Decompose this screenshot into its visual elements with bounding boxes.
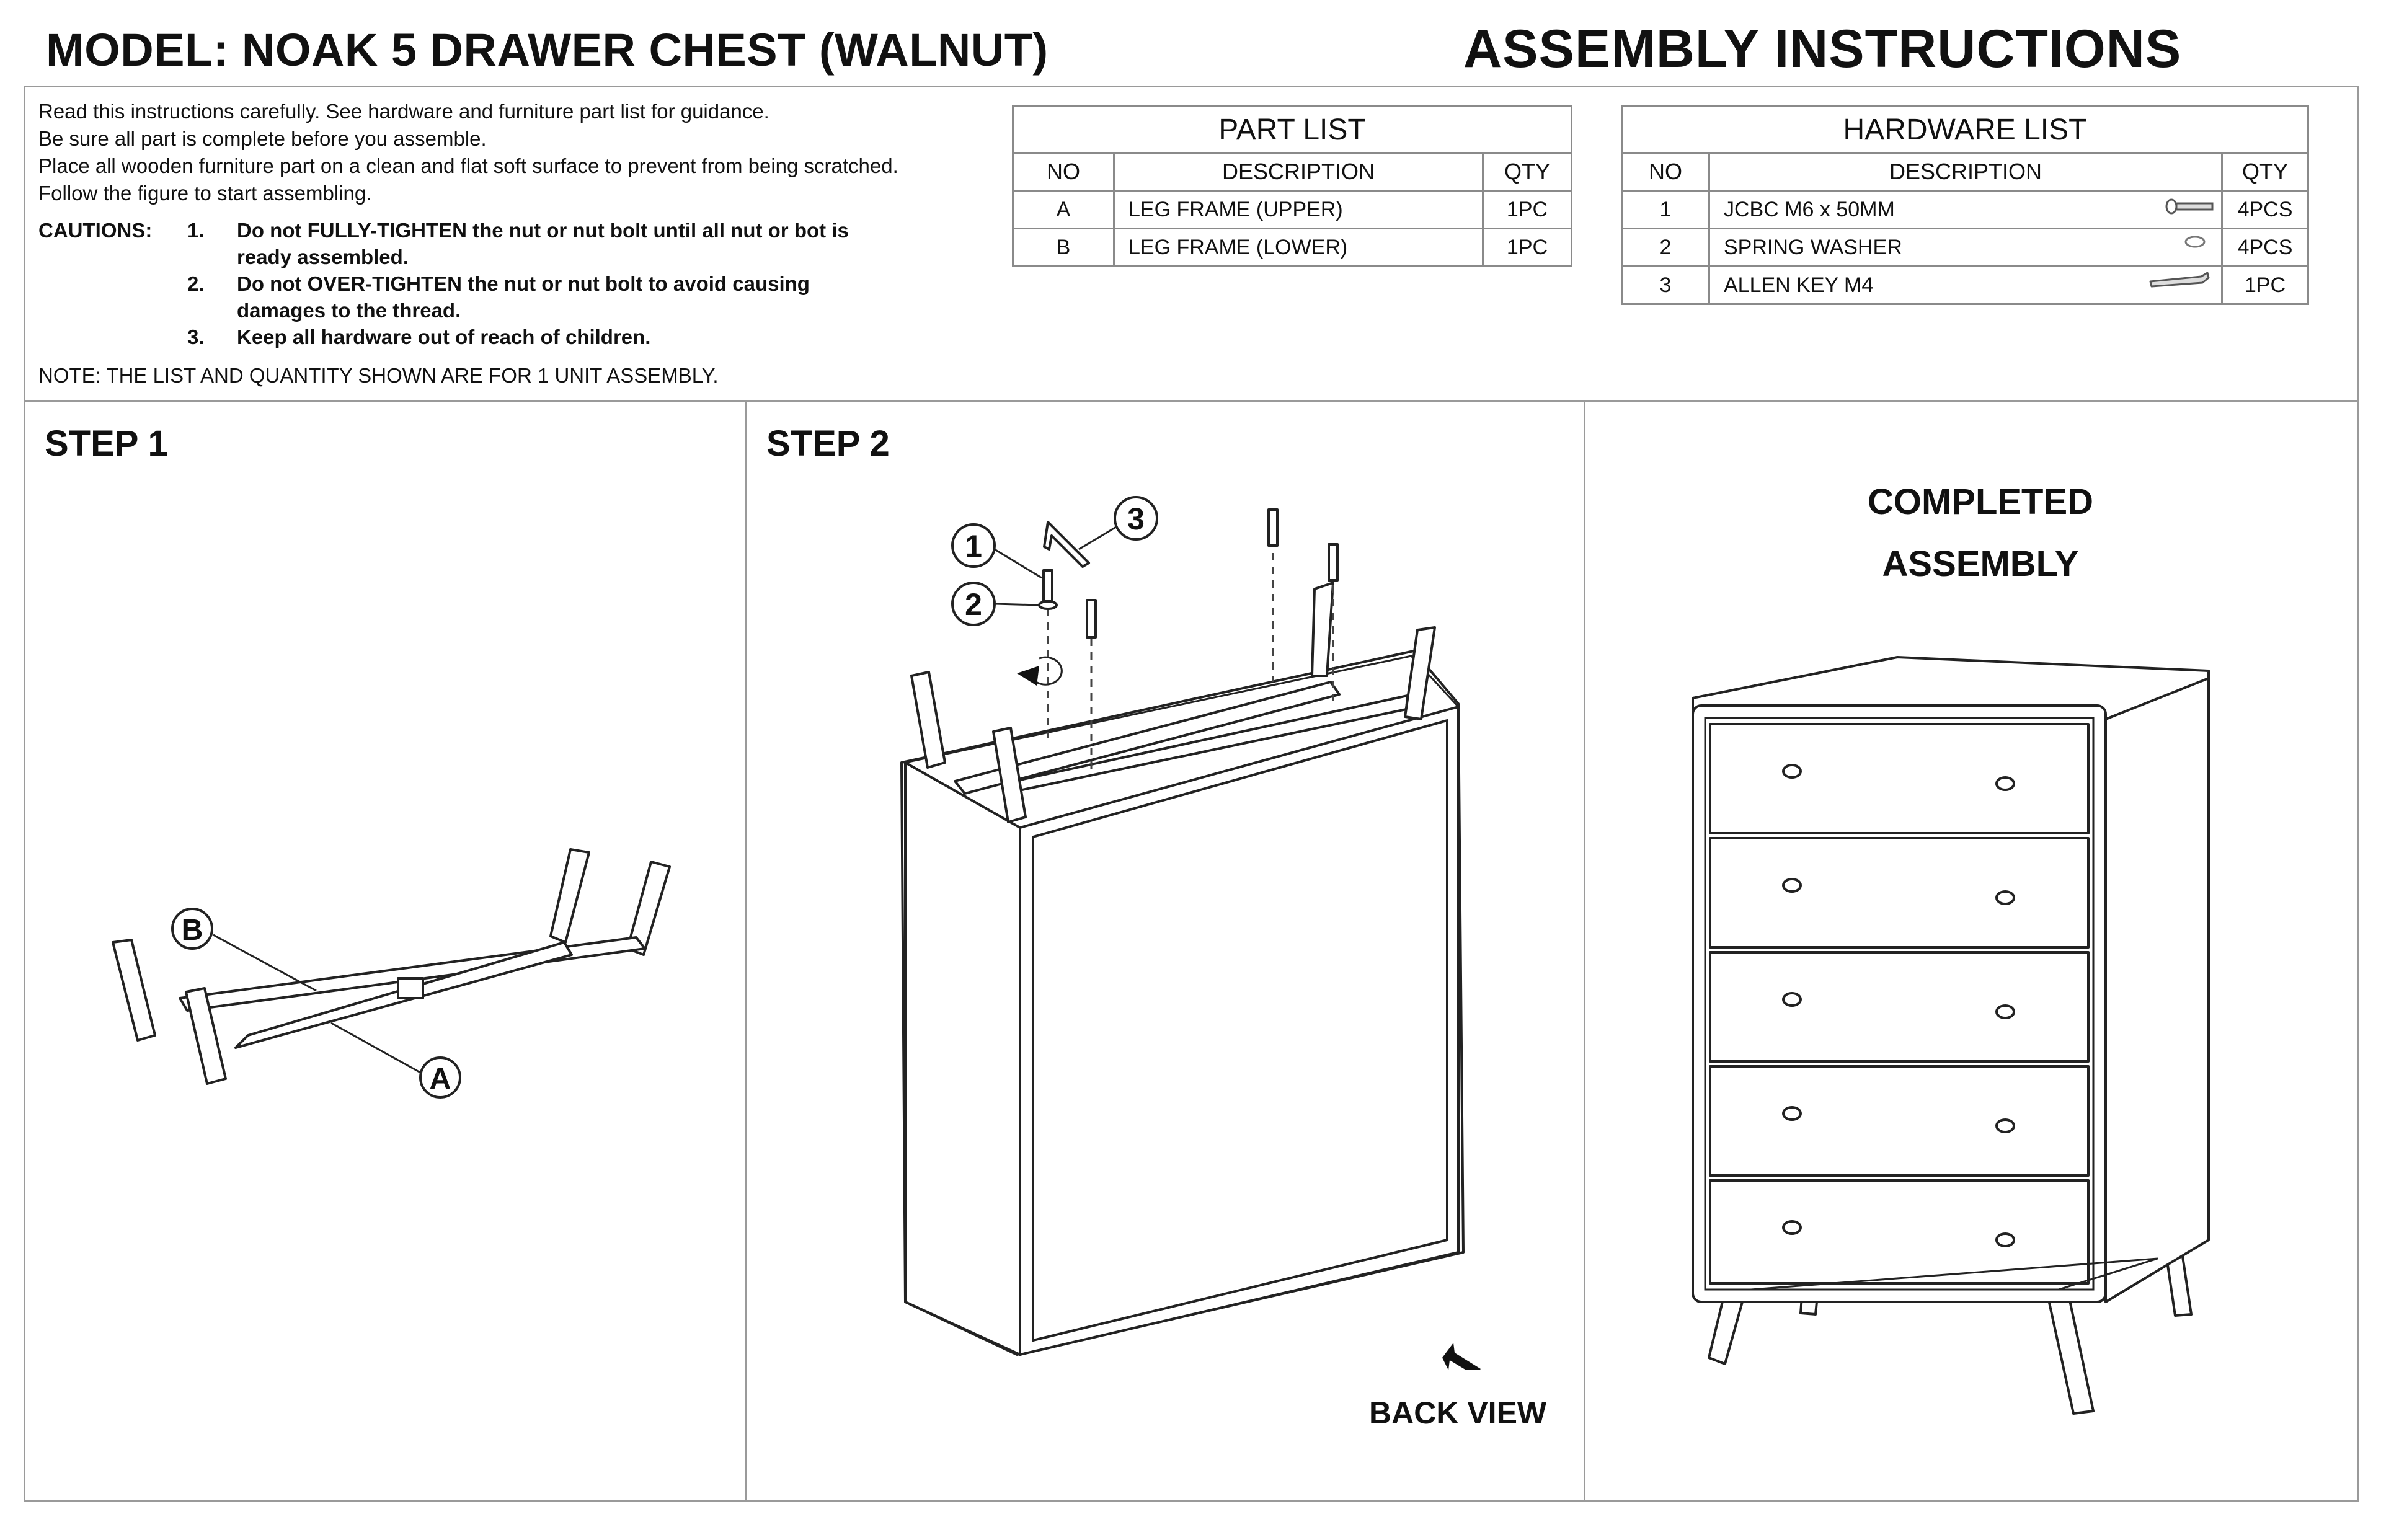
- callout-2: 2: [965, 587, 982, 622]
- part-no: A: [1012, 190, 1115, 229]
- part-qty: 1PC: [1482, 228, 1572, 267]
- part-no: B: [1012, 228, 1115, 267]
- hardware-no: 2: [1621, 228, 1710, 267]
- callout-3: 3: [1127, 502, 1145, 536]
- part-description: LEG FRAME (UPPER): [1113, 190, 1484, 229]
- bolt-icon: [2165, 198, 2214, 215]
- table-row: 1 JCBC M6 x 50MM 4PCS: [1621, 190, 2309, 229]
- allen-key-icon: [2149, 272, 2210, 288]
- hardware-no: 1: [1621, 190, 1710, 229]
- assembly-note: NOTE: THE LIST AND QUANTITY SHOWN ARE FO…: [38, 364, 719, 387]
- completed-assembly-title: COMPLETED ASSEMBLY: [1794, 471, 2166, 595]
- caution-number: 3.: [187, 325, 205, 348]
- instruction-sheet-frame: [24, 86, 2359, 1502]
- part-qty: 1PC: [1482, 190, 1572, 229]
- hardware-description: ALLEN KEY M4: [1708, 265, 2223, 305]
- model-title: MODEL: NOAK 5 DRAWER CHEST (WALNUT): [46, 24, 1049, 76]
- caution-number: 1.: [187, 219, 205, 242]
- hardware-qty: 4PCS: [2221, 190, 2309, 229]
- caution-text: Keep all hardware out of reach of childr…: [237, 325, 651, 348]
- hardware-list-table: HARDWARE LIST NO DESCRIPTION QTY 1 JCBC …: [1621, 105, 2309, 305]
- leg-frame-illustration: B A: [112, 848, 671, 1099]
- part-description: LEG FRAME (LOWER): [1113, 228, 1484, 267]
- intro-text: Read this instructions carefully. See ha…: [38, 98, 898, 207]
- callout-b: B: [182, 914, 203, 947]
- chest-back-view-illustration: 1 2 3: [900, 496, 1481, 1370]
- hardware-list-header-no: NO: [1621, 152, 1710, 192]
- callout-a: A: [430, 1063, 451, 1095]
- table-row: 3 ALLEN KEY M4 1PC: [1621, 265, 2309, 305]
- back-view-arrow-icon: [1442, 1343, 1481, 1370]
- part-list-table: PART LIST NO DESCRIPTION QTY A LEG FRAME…: [1012, 105, 1572, 267]
- hardware-list-title: HARDWARE LIST: [1621, 105, 2309, 154]
- part-list-header-qty: QTY: [1482, 152, 1572, 192]
- hardware-description: SPRING WASHER: [1708, 228, 2223, 267]
- table-row: A LEG FRAME (UPPER) 1PC: [1012, 190, 1572, 229]
- caution-number: 2.: [187, 272, 205, 295]
- intro-line: Be sure all part is complete before you …: [38, 127, 487, 150]
- hardware-qty: 4PCS: [2221, 228, 2309, 267]
- washer-icon: [2184, 236, 2206, 248]
- callout-1: 1: [965, 529, 982, 564]
- section-divider: [24, 400, 2359, 402]
- caution-text: Do not FULLY-TIGHTEN the nut or nut bolt…: [237, 219, 849, 268]
- hardware-list-header-qty: QTY: [2221, 152, 2309, 192]
- table-row: 2 SPRING WASHER 4PCS: [1621, 228, 2309, 267]
- cautions-label: CAUTIONS:: [38, 219, 153, 242]
- step-2-title: STEP 2: [766, 423, 890, 464]
- completed-chest-illustration: [1692, 656, 2210, 1415]
- document-title: ASSEMBLY INSTRUCTIONS: [1463, 19, 2182, 79]
- part-list-header-no: NO: [1012, 152, 1115, 192]
- hardware-list-header-description: DESCRIPTION: [1708, 152, 2223, 192]
- part-list-title: PART LIST: [1012, 105, 1572, 154]
- intro-line: Place all wooden furniture part on a cle…: [38, 154, 898, 177]
- intro-line: Follow the figure to start assembling.: [38, 182, 372, 205]
- completed-title-line: ASSEMBLY: [1882, 544, 2079, 584]
- hardware-qty: 1PC: [2221, 265, 2309, 305]
- step-1-title: STEP 1: [45, 423, 168, 464]
- caution-text: Do not OVER-TIGHTEN the nut or nut bolt …: [237, 272, 810, 322]
- hardware-no: 3: [1621, 265, 1710, 305]
- table-row: B LEG FRAME (LOWER) 1PC: [1012, 228, 1572, 267]
- part-list-header-description: DESCRIPTION: [1113, 152, 1484, 192]
- panel-divider: [1584, 400, 1585, 1502]
- completed-title-line: COMPLETED: [1867, 482, 2094, 522]
- panel-divider: [745, 400, 747, 1502]
- intro-line: Read this instructions carefully. See ha…: [38, 100, 769, 123]
- hardware-description: JCBC M6 x 50MM: [1708, 190, 2223, 229]
- back-view-label: BACK VIEW: [1369, 1396, 1547, 1430]
